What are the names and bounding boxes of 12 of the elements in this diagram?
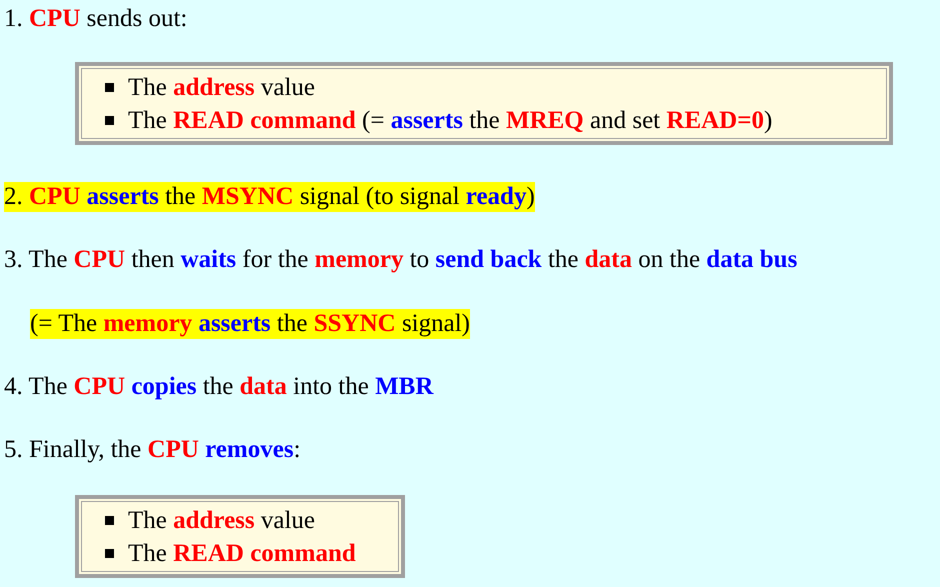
step-text: 1. CPU sends out: xyxy=(4,4,188,34)
bullet-item: The address value xyxy=(128,74,316,101)
highlighted-step-text: 2. CPU asserts the MSYNC signal (to signal ready) xyxy=(4,182,535,212)
step-text: 3. The CPU then waits for the memory to send back the data on the data bus xyxy=(4,245,798,275)
highlighted-step-text: (= The memory asserts the SSYNC signal) xyxy=(30,309,470,339)
bullet-item: The READ command (= asserts the MREQ and set READ=0) xyxy=(128,107,772,134)
bullet-item: The address value xyxy=(128,507,316,534)
bullet-item: The READ command xyxy=(128,540,356,567)
bullet-list-box xyxy=(75,62,893,145)
bullet-list-box xyxy=(75,495,405,578)
step-text: 4. The CPU copies the data into the MBR xyxy=(4,372,434,402)
step-text: 5. Finally, the CPU removes: xyxy=(4,435,301,465)
